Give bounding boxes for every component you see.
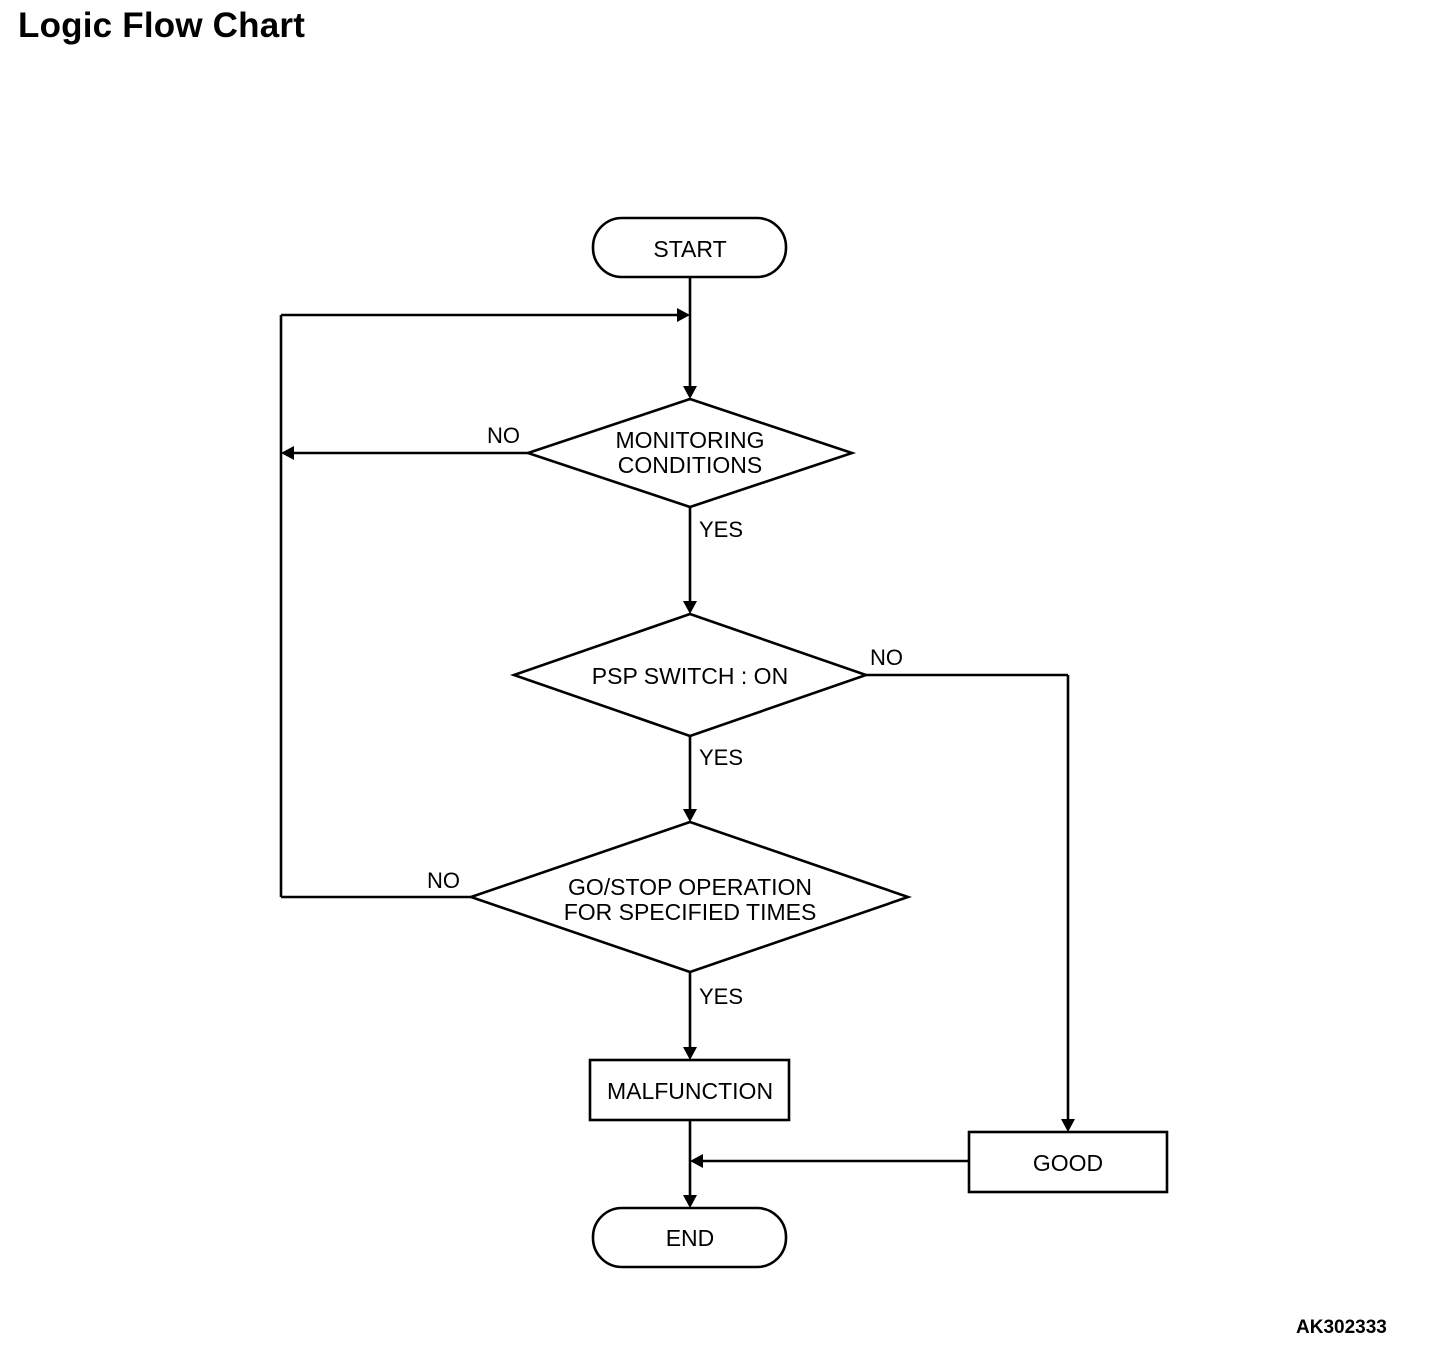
page-title: Logic Flow Chart — [18, 6, 306, 45]
arrowhead-malfunction-in — [683, 1047, 697, 1060]
good-node: GOOD — [967, 1130, 1169, 1194]
psp-label: PSP SWITCH : ON — [592, 663, 788, 689]
monitoring-label-line1: MONITORING — [615, 427, 764, 453]
gostop-operation-decision: GO/STOP OPERATION FOR SPECIFIED TIMES — [466, 820, 912, 974]
psp-switch-decision: PSP SWITCH : ON — [510, 612, 870, 738]
start-node: START — [591, 216, 788, 279]
start-label: START — [653, 236, 726, 262]
end-label: END — [666, 1225, 715, 1251]
psp-yes-label: YES — [699, 745, 743, 770]
gostop-label-line2: FOR SPECIFIED TIMES — [564, 899, 817, 925]
gostop-yes-label: YES — [699, 984, 743, 1009]
gostop-no-label: NO — [427, 868, 460, 893]
arrowhead-monitoring-in — [683, 386, 697, 399]
malfunction-node: MALFUNCTION — [588, 1058, 791, 1122]
end-node: END — [591, 1206, 788, 1269]
monitoring-yes-label: YES — [699, 517, 743, 542]
figure-id: AK302333 — [1296, 1317, 1387, 1338]
monitoring-no-label: NO — [487, 423, 520, 448]
malfunction-label: MALFUNCTION — [607, 1078, 773, 1104]
psp-no-label: NO — [870, 645, 903, 670]
monitoring-label-line2: CONDITIONS — [618, 452, 762, 478]
arrowhead-good-in — [1061, 1119, 1075, 1132]
good-label: GOOD — [1033, 1150, 1103, 1176]
arrowhead-psp-in — [683, 601, 697, 614]
arrowhead-gostop-in — [683, 809, 697, 822]
arrowhead-monitoring-no — [281, 446, 294, 460]
gostop-label-line1: GO/STOP OPERATION — [568, 874, 812, 900]
arrowhead-loop-return — [677, 308, 690, 322]
arrowhead-good-merge — [690, 1154, 703, 1168]
arrowhead-end-in — [683, 1195, 697, 1208]
monitoring-conditions-decision: MONITORING CONDITIONS — [523, 397, 857, 509]
